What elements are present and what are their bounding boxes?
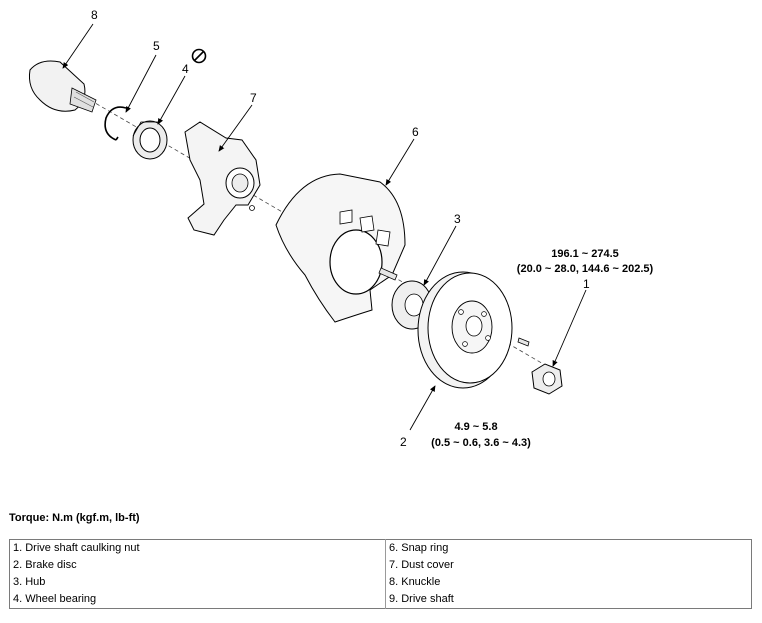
legend-cell: 2. Brake disc — [9, 557, 386, 574]
callout-number-2: 2 — [400, 435, 407, 449]
parts-legend-table: 1. Drive shaft caulking nut 6. Snap ring… — [9, 539, 752, 609]
callout-number-8: 8 — [91, 8, 98, 22]
leader-line-5 — [125, 54, 157, 113]
callout-number-5: 5 — [153, 39, 160, 53]
leader-line-2 — [409, 385, 436, 431]
hub-nut-torque-value: 196.1 ~ 274.5 — [551, 248, 619, 260]
drive-shaft-part — [29, 60, 97, 113]
legend-cell: 1. Drive shaft caulking nut — [9, 539, 386, 557]
disc-screw-part — [517, 337, 530, 347]
disc-screw-torque-conversion: (0.5 ~ 0.6, 3.6 ~ 4.3) — [431, 437, 531, 449]
leader-line-4 — [157, 75, 186, 125]
exploded-assembly-diagram: 8 5 4 7 6 3 1 2 196.1 ~ 274.5 (20.0 ~ 28… — [29, 8, 654, 449]
knuckle-part — [184, 121, 261, 236]
table-row: 3. Hub 8. Knuckle — [9, 574, 752, 591]
torque-unit-heading: Torque: N.m (kgf.m, lb-ft) — [9, 512, 140, 524]
leader-line-1 — [552, 289, 587, 367]
callout-number-4: 4 — [182, 62, 189, 76]
caulking-nut-part — [531, 363, 563, 395]
table-row: 4. Wheel bearing 9. Drive shaft — [9, 591, 752, 609]
legend-cell: 9. Drive shaft — [389, 593, 454, 605]
table-row: 2. Brake disc 7. Dust cover — [9, 557, 752, 574]
legend-cell: 4. Wheel bearing — [9, 591, 386, 609]
leader-line-7 — [218, 104, 253, 152]
legend-cell: 7. Dust cover — [389, 559, 454, 571]
do-not-reuse-icon — [191, 48, 207, 64]
brake-disc-part — [417, 271, 513, 389]
callout-number-7: 7 — [250, 91, 257, 105]
snap-ring-part — [104, 106, 127, 141]
callout-number-3: 3 — [454, 212, 461, 226]
hub-stud-part — [378, 267, 398, 281]
leader-line-3 — [423, 225, 457, 286]
callout-number-6: 6 — [412, 125, 419, 139]
hub-nut-torque-conversion: (20.0 ~ 28.0, 144.6 ~ 202.5) — [517, 263, 654, 275]
leader-line-6 — [385, 138, 415, 186]
legend-cell: 3. Hub — [9, 574, 386, 591]
wheel-bearing-part — [132, 120, 168, 160]
legend-cell: 6. Snap ring — [389, 542, 449, 554]
legend-cell: 8. Knuckle — [389, 576, 441, 588]
disc-screw-torque-value: 4.9 ~ 5.8 — [454, 421, 497, 433]
table-row: 1. Drive shaft caulking nut 6. Snap ring — [9, 539, 752, 557]
callout-number-1: 1 — [583, 277, 590, 291]
leader-line-8 — [62, 23, 94, 69]
dust-cover-part — [275, 173, 406, 323]
